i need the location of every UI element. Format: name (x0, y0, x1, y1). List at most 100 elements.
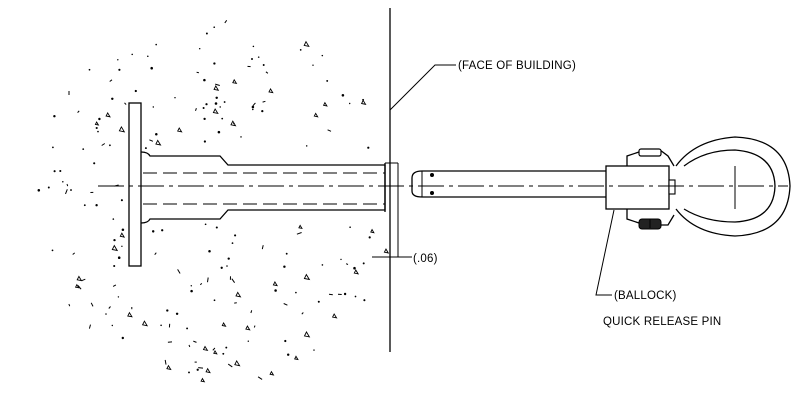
aggregate-dot (109, 144, 111, 146)
aggregate-triangle (95, 122, 98, 125)
aggregate-dash (69, 304, 70, 306)
aggregate-triangle (235, 361, 240, 366)
aggregate-dot (96, 127, 98, 129)
aggregate-dash (225, 20, 227, 23)
aggregate-triangle (384, 249, 388, 253)
clevis-bolt-bottom (639, 219, 661, 229)
aggregate-dot (89, 69, 91, 71)
aggregate-dot (174, 97, 175, 98)
detent-ball-top (430, 173, 434, 177)
aggregate-dot (53, 115, 55, 117)
aggregate-dash (328, 130, 331, 132)
aggregate-dot (203, 107, 205, 109)
aggregate-dot (52, 147, 54, 149)
aggregate-triangle (201, 379, 204, 382)
detent-ball-bottom (430, 191, 434, 195)
aggregate-dot (232, 242, 234, 244)
aggregate-triangle (354, 270, 358, 274)
aggregate-dot (349, 226, 351, 228)
aggregate-dot (38, 189, 41, 192)
aggregate-dot (362, 99, 364, 101)
clevis-nut-top (639, 149, 661, 156)
aggregate-dot (349, 103, 350, 104)
aggregate-dot (283, 265, 285, 267)
aggregate-dash (82, 279, 86, 281)
aggregate-dot (113, 218, 115, 220)
aggregate-dot (213, 26, 215, 28)
aggregate-dot (295, 292, 297, 294)
aggregate-dot (263, 64, 265, 66)
aggregate-dot (216, 226, 218, 228)
aggregate-dash (102, 144, 105, 146)
aggregate-triangle (324, 103, 327, 106)
aggregate-triangle (233, 80, 237, 84)
aggregate-dot (221, 267, 223, 269)
aggregate-dot (251, 58, 253, 60)
aggregate-dot (355, 296, 357, 298)
aggregate-dot (253, 46, 255, 48)
aggregate-dash (110, 80, 112, 82)
aggregate-triangle (204, 347, 208, 351)
aggregate-dot (221, 118, 223, 120)
aggregate-dot (118, 69, 120, 71)
aggregate-triangle (77, 276, 81, 280)
aggregate-dash (346, 264, 348, 265)
aggregate-dot (122, 228, 125, 231)
aggregate-dot (155, 44, 157, 46)
aggregate-triangle (213, 109, 217, 113)
aggregate-dot (287, 353, 289, 355)
aggregate-dot (369, 236, 371, 238)
aggregate-triangle (106, 113, 110, 117)
aggregate-dash (213, 348, 215, 350)
aggregate-dot (322, 55, 323, 56)
aggregate-dash (253, 103, 256, 106)
aggregate-triangle (236, 292, 240, 296)
aggregate-dot (234, 234, 236, 236)
aggregate-dot (166, 309, 168, 311)
aggregate-dot (214, 299, 216, 301)
aggregate-dot (261, 110, 263, 112)
aggregate-dash (193, 341, 196, 342)
aggregate-dash (208, 278, 209, 283)
aggregate-dot (145, 147, 147, 149)
aggregate-dot (222, 353, 224, 355)
aggregate-dash (91, 303, 93, 307)
aggregate-triangle (305, 332, 310, 337)
aggregate-triangle (362, 100, 366, 104)
aggregate-dot (300, 49, 302, 51)
aggregate-dot (84, 204, 86, 206)
aggregate-dot (62, 181, 64, 183)
aggregate-dot (160, 325, 162, 327)
aggregate-dot (176, 313, 178, 315)
aggregate-triangle (299, 225, 302, 228)
aggregate-dot (252, 109, 254, 111)
aggregate-triangle (167, 366, 171, 370)
aggregate-triangle (333, 314, 337, 318)
aggregate-dot (118, 256, 121, 259)
aggregate-dot (367, 147, 369, 149)
aggregate-dot (117, 59, 118, 60)
aggregate-triangle (178, 128, 182, 132)
aggregate-triangle (206, 369, 210, 373)
aggregate-triangle (270, 372, 273, 375)
aggregate-dot (306, 145, 308, 147)
aggregate-triangle (246, 326, 250, 330)
aggregate-dot (118, 296, 119, 297)
aggregate-dot (318, 301, 320, 303)
aggregate-dot (363, 262, 365, 264)
aggregate-dot (113, 239, 115, 241)
aggregate-triangle (273, 282, 277, 286)
aggregate-dash (329, 294, 333, 295)
aggregate-dash (263, 101, 266, 102)
ballock-label: (BALLOCK) (614, 290, 677, 302)
gap-label: (.06) (413, 253, 438, 265)
aggregate-dot (240, 136, 242, 138)
aggregate-dot (197, 369, 199, 371)
aggregate-dot (121, 246, 122, 247)
aggregate-dot (112, 325, 113, 326)
anchor-stem-outline (141, 152, 385, 223)
aggregate-dot (204, 140, 206, 142)
aggregate-dot (313, 349, 314, 350)
aggregate-dot (161, 229, 163, 231)
